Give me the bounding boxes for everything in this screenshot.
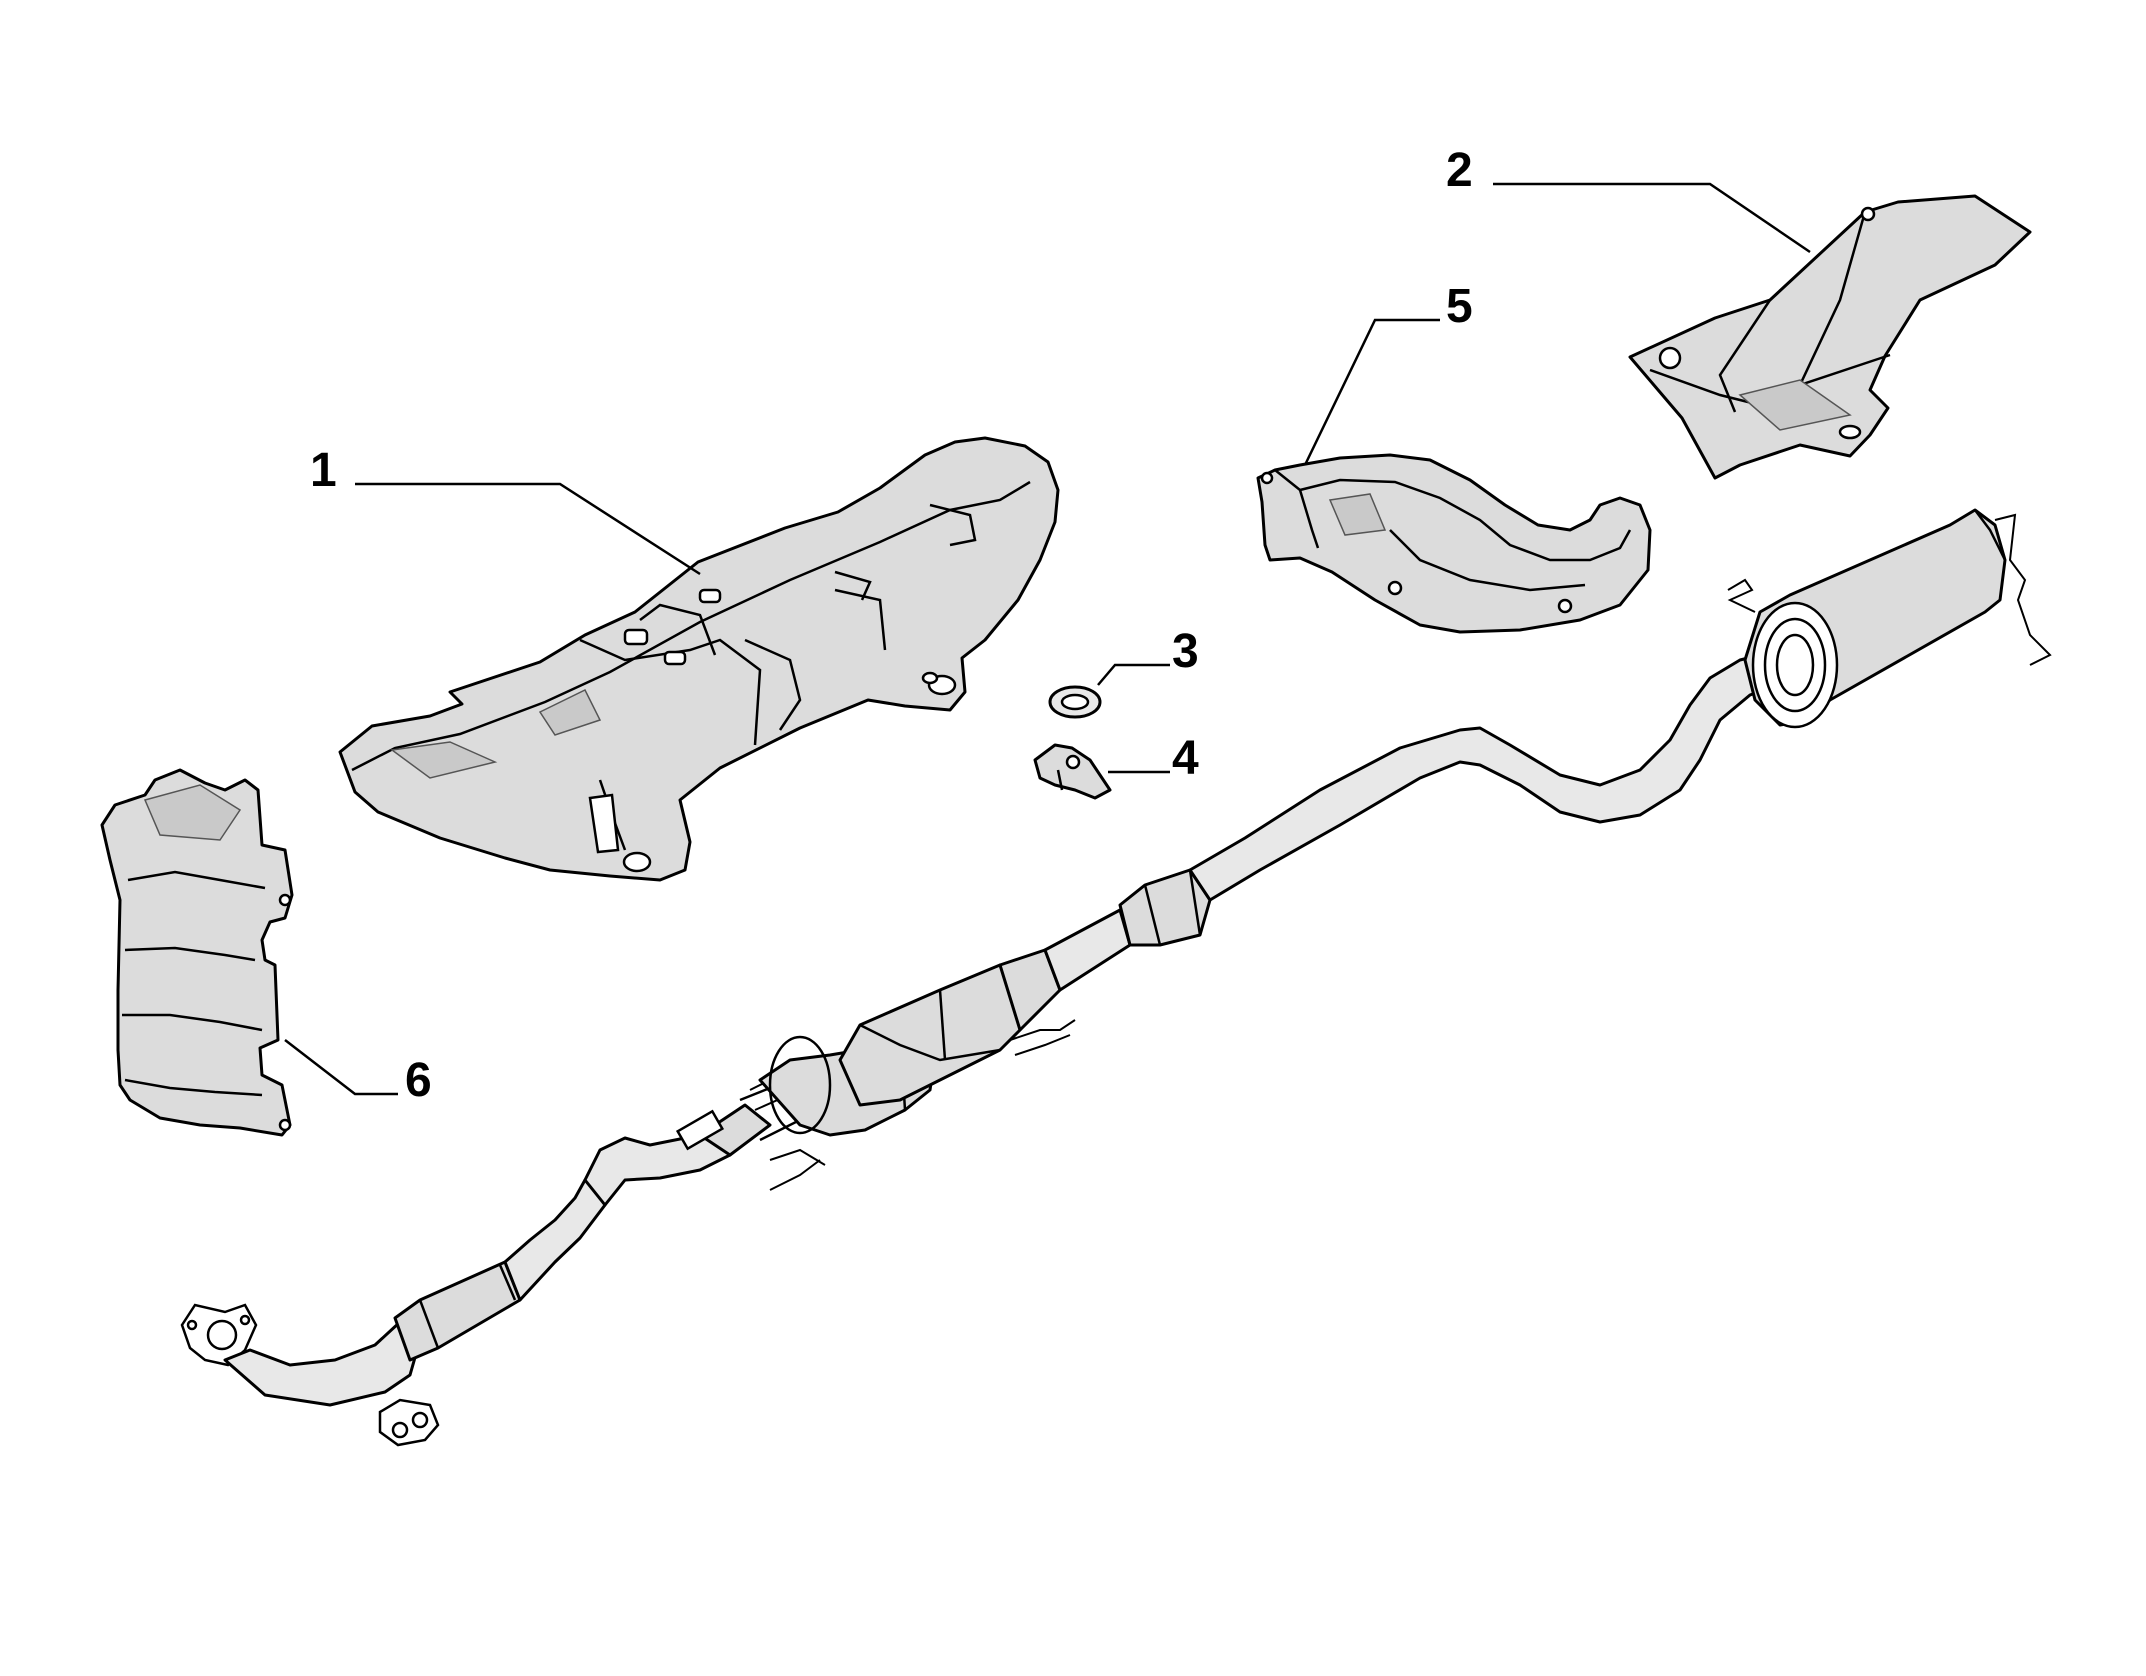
heat-shield-part-1[interactable] [338, 436, 1060, 882]
leader-line-5 [1303, 318, 1440, 466]
catalyst-shield-part-6[interactable] [100, 768, 294, 1137]
callout-number-3: 3 [1172, 625, 1199, 678]
leader-line-6 [284, 1039, 398, 1096]
callout-number-2: 2 [1446, 144, 1473, 197]
leader-line-2 [1493, 182, 1811, 254]
callout-number-1: 1 [310, 444, 337, 497]
leader-line-1 [355, 482, 701, 576]
heat-shield-part-5[interactable] [1256, 453, 1652, 634]
callout-number-5: 5 [1446, 280, 1473, 333]
callout-number-4: 4 [1172, 732, 1199, 785]
heat-shield-part-2[interactable] [1628, 194, 2032, 480]
exhaust-pipe-assembly[interactable] [180, 508, 2052, 1447]
callout-number-6: 6 [405, 1054, 432, 1107]
leader-line-3 [1097, 663, 1170, 686]
clamp-clip-part-4[interactable] [1033, 743, 1112, 800]
gasket-ring-part-3[interactable] [1048, 685, 1102, 719]
